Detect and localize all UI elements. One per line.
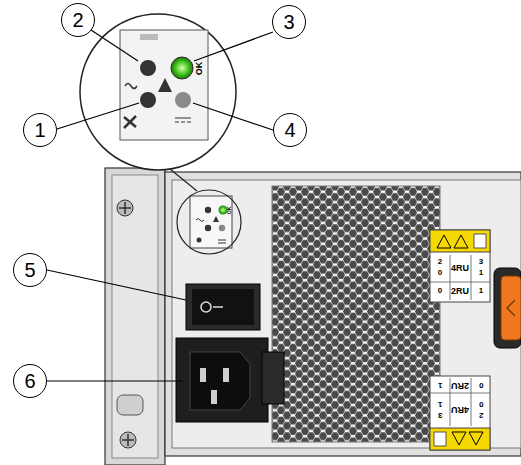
callout-number: 5 bbox=[24, 260, 35, 280]
sticker-text: 1 bbox=[438, 381, 442, 389]
sticker-text: 0 bbox=[438, 287, 442, 295]
led-label: OK bbox=[196, 61, 205, 75]
sticker-text: 2 bbox=[438, 258, 442, 266]
sticker-text: 4RU bbox=[451, 264, 469, 273]
sticker-text: 4RU bbox=[451, 405, 469, 414]
sticker-text: 0 bbox=[479, 400, 483, 408]
callout-circle: 5 bbox=[13, 253, 47, 287]
callout-circle: 1 bbox=[23, 113, 57, 147]
callout-number: 3 bbox=[283, 12, 294, 32]
sticker-text: 3 bbox=[438, 411, 442, 419]
callout-number: 6 bbox=[24, 371, 35, 391]
sticker-text: 0 bbox=[438, 269, 442, 277]
sticker-text: 1 bbox=[438, 400, 442, 408]
callout-circle: 2 bbox=[61, 3, 95, 37]
sticker-text: 2RU bbox=[451, 287, 469, 296]
sticker-text: 0 bbox=[479, 381, 483, 389]
callout-circle: 3 bbox=[272, 5, 306, 39]
sticker-text: 3 bbox=[479, 258, 483, 266]
callout-number: 2 bbox=[72, 10, 83, 30]
sticker-text: 2 bbox=[479, 411, 483, 419]
led-label: OK bbox=[228, 206, 233, 214]
sticker-text: 1 bbox=[479, 287, 483, 295]
callout-circle: 6 bbox=[13, 364, 47, 398]
callout-number: 1 bbox=[34, 120, 45, 140]
callout-number: 4 bbox=[284, 120, 295, 140]
sticker-text: 1 bbox=[479, 269, 483, 277]
sticker-text: 2RU bbox=[451, 381, 469, 390]
callout-circle: 4 bbox=[273, 113, 307, 147]
